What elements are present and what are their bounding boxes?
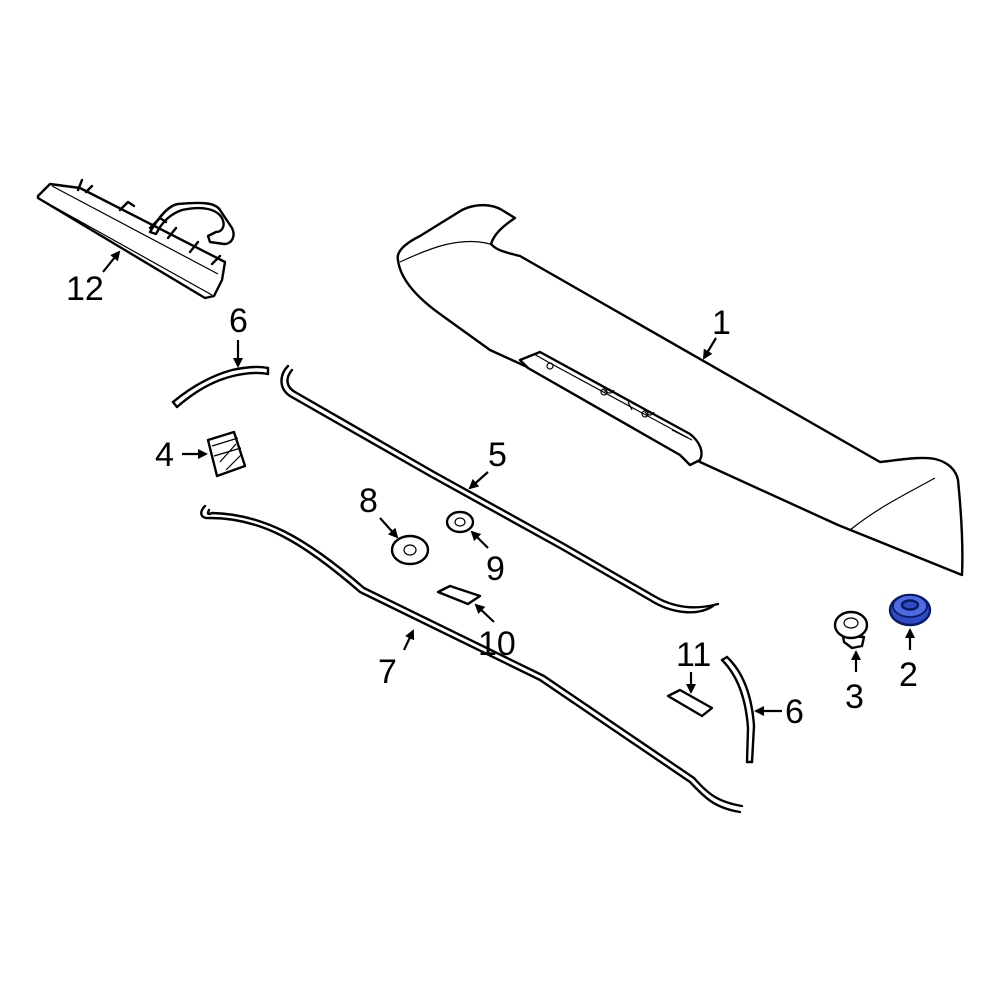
- callout-9: 9: [486, 550, 505, 588]
- callout-5: 5: [488, 436, 507, 474]
- part-9-washer: [445, 510, 475, 534]
- callout-11: 11: [676, 636, 711, 674]
- part-7-seal: [200, 504, 744, 814]
- part-12-lamp: [36, 178, 235, 300]
- callout-1: 1: [712, 304, 731, 342]
- callout-12: 12: [66, 270, 104, 308]
- callout-labels: 1 2 3 4 5 6 6 7 8 9 10 11 12: [66, 270, 918, 731]
- callout-7: 7: [378, 653, 397, 691]
- part-5-seal: [280, 364, 720, 614]
- callout-10: 10: [478, 625, 516, 663]
- part-6a-seal: [171, 365, 270, 409]
- callout-4: 4: [155, 436, 174, 474]
- part-3-nut: [833, 610, 869, 650]
- part-11-tape: [666, 688, 714, 718]
- part-8-washer: [390, 534, 430, 566]
- callout-3: 3: [845, 678, 864, 716]
- part-4-pad: [206, 430, 247, 478]
- callout-2: 2: [899, 656, 918, 694]
- part-10-tape: [436, 584, 482, 606]
- part-2-grommet: [888, 593, 932, 627]
- part-6b-seal: [720, 655, 756, 764]
- callout-6b: 6: [785, 693, 804, 731]
- callout-8: 8: [359, 482, 378, 520]
- callout-6a: 6: [229, 302, 248, 340]
- leader-lines: [102, 250, 915, 716]
- part-1-spoiler: [396, 203, 964, 577]
